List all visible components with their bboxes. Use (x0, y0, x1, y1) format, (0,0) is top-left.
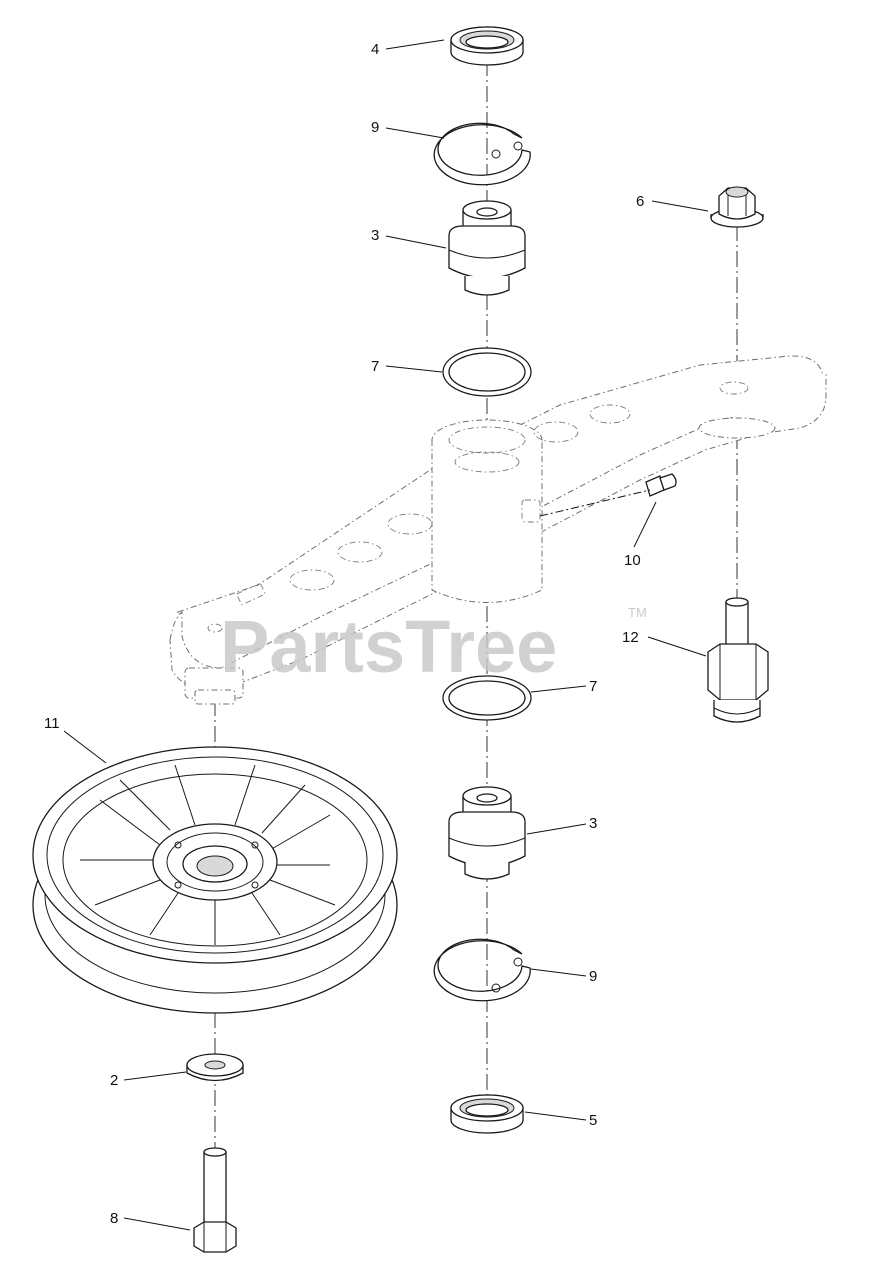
callout-4-top: 4 (371, 41, 379, 58)
part-6-flange-nut (710, 186, 764, 228)
part-8-bolt (193, 1147, 237, 1253)
callout-3-top: 3 (371, 227, 379, 244)
callout-9-bottom: 9 (589, 968, 597, 985)
callout-8: 8 (110, 1210, 118, 1227)
part-3-bearing-bottom (448, 786, 526, 880)
part-11-pulley (32, 746, 398, 1014)
callout-12: 12 (622, 629, 639, 646)
callout-6: 6 (636, 193, 644, 210)
leader-lines (63, 39, 709, 1231)
part-9-snap-ring-bottom (433, 938, 531, 1002)
part-7-oring-top (442, 347, 532, 397)
partstree-watermark: PartsTree TM (220, 605, 647, 688)
part-10-grease-fitting (539, 473, 677, 517)
part-5-seal (450, 1094, 524, 1134)
callout-10: 10 (624, 552, 641, 569)
callout-labels: 4 9 3 7 6 10 12 7 11 3 9 2 5 8 (44, 41, 644, 1227)
callout-2: 2 (110, 1072, 118, 1089)
watermark-trademark: TM (628, 605, 647, 620)
part-12-shaft (707, 597, 769, 723)
callout-7-top: 7 (371, 358, 379, 375)
part-4-seal (450, 26, 524, 66)
part-7-oring-bottom (442, 675, 532, 721)
idler-arm-outline (169, 355, 827, 705)
callout-9-top: 9 (371, 119, 379, 136)
callout-11: 11 (44, 715, 60, 732)
callout-5: 5 (589, 1112, 597, 1129)
part-2-washer (186, 1053, 244, 1082)
watermark-text: PartsTree (220, 605, 557, 688)
callout-7-bottom: 7 (589, 678, 597, 695)
part-9-snap-ring-top (433, 122, 531, 186)
callout-3-bottom: 3 (589, 815, 597, 832)
part-3-bearing-top (448, 200, 526, 296)
